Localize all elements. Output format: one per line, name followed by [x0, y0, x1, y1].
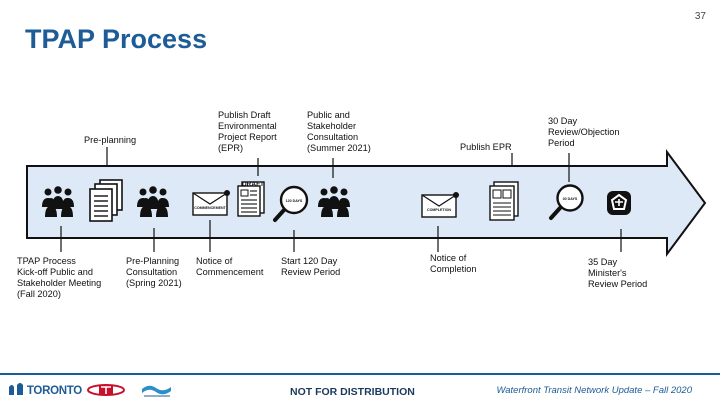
draft-report-icon: DRAFT [237, 181, 265, 217]
report-icon [489, 181, 519, 221]
draft-stamp: DRAFT [242, 181, 264, 188]
process-timeline: COMMENCEMENT DRAFT 120 DAYS COMPLETION [26, 147, 707, 258]
city-logo-text: TORONTO [26, 385, 82, 397]
magnifier-30-days-icon: 30 DAYS [549, 184, 584, 220]
city-of-toronto-logo: TORONTO [8, 382, 82, 397]
people-icon [42, 186, 74, 217]
label-minister-35: 35 Day Minister's Review Period [588, 257, 648, 289]
completion-stamp: COMPLETION [427, 208, 451, 212]
label-publish-draft: Publish Draft Environmental Project Repo… [218, 110, 277, 153]
label-publish-epr: Publish EPR [460, 142, 512, 152]
magnifier-120-days-icon: 120 DAYS [273, 185, 309, 222]
commencement-stamp: COMMENCEMENT [194, 206, 226, 210]
ontario-logo-icon [607, 191, 631, 215]
waterfront-toronto-logo-icon [142, 385, 171, 397]
label-kickoff: TPAP Process Kick-off Public and Stakeho… [17, 256, 102, 299]
label-notice-completion: Notice of Completion [430, 253, 477, 274]
footer-divider [0, 373, 720, 375]
envelope-commencement-icon: COMMENCEMENT [192, 190, 230, 216]
documents-icon [89, 179, 123, 222]
people-icon [318, 186, 350, 217]
city-hall-icon [9, 383, 23, 395]
envelope-completion-icon: COMPLETION [421, 192, 459, 218]
days-120-stamp: 120 DAYS [286, 199, 303, 203]
ttc-logo-icon [87, 384, 125, 396]
timeline-arrow [26, 148, 707, 258]
page-number: 37 [694, 11, 706, 22]
footer-presentation-title: Waterfront Transit Network Update – Fall… [496, 385, 692, 396]
label-review-120: Start 120 Day Review Period [281, 256, 341, 277]
days-30-stamp: 30 DAYS [563, 197, 578, 201]
people-icon [137, 186, 169, 217]
label-notice-commencement: Notice of Commencement [196, 256, 264, 277]
label-preplanning-consultation: Pre-Planning Consultation (Spring 2021) [126, 256, 182, 288]
label-preplanning: Pre-planning [84, 135, 137, 145]
connector-lines [60, 147, 622, 252]
distribution-notice: NOT FOR DISTRIBUTION [290, 386, 415, 398]
label-review-30: 30 Day Review/Objection Period [548, 116, 620, 148]
label-public-consultation: Public and Stakeholder Consultation (Sum… [307, 110, 371, 153]
page-title: TPAP Process [25, 24, 208, 54]
